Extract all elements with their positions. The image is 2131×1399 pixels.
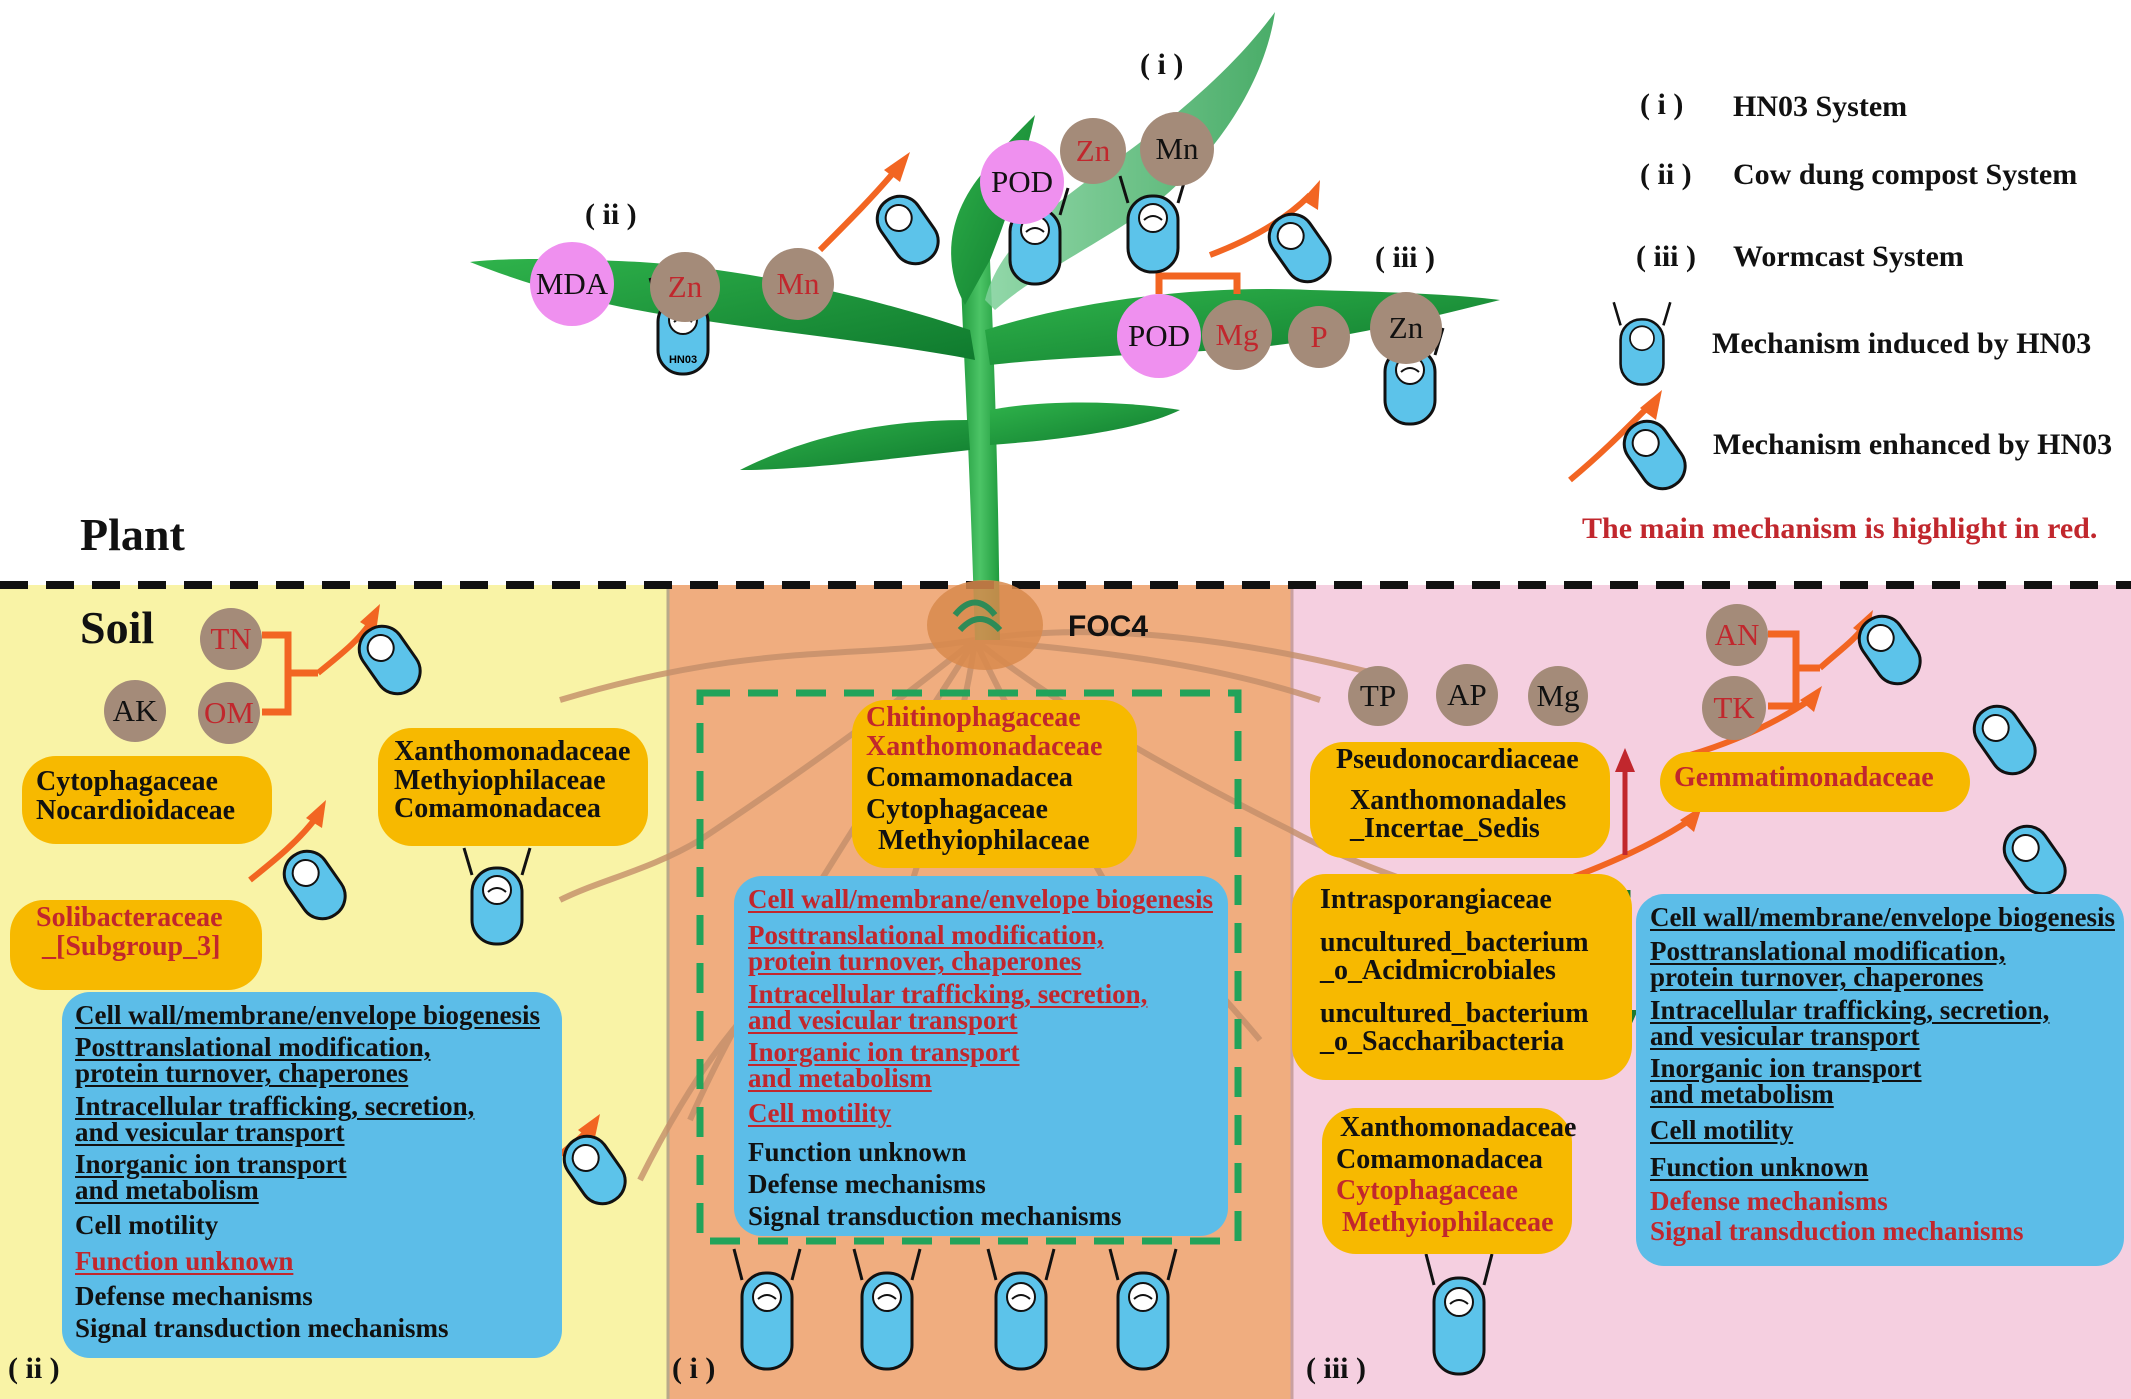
soil-label: Soil bbox=[80, 602, 155, 653]
bracket-pod-mg bbox=[1155, 272, 1241, 294]
gem-family: Gemmatimonadaceae bbox=[1674, 762, 1934, 793]
nutrient-ap: AP bbox=[1436, 664, 1498, 726]
legend-enhanced-label: Mechanism enhanced by HN03 bbox=[1713, 428, 2113, 461]
leaf-node-zn: Zn bbox=[1370, 292, 1442, 364]
function-box bbox=[734, 876, 1228, 1236]
legend-label-iii: Wormcast System bbox=[1733, 240, 1964, 273]
leaf-node-pod: POD bbox=[1117, 294, 1201, 378]
function-box bbox=[62, 992, 562, 1358]
mascot-hn03-enhanced bbox=[1840, 600, 1935, 695]
leaf-node-p: P bbox=[1288, 306, 1350, 368]
leaf-lower-left bbox=[740, 420, 970, 470]
leaf-node-zn: Zn bbox=[1060, 118, 1126, 184]
legend-mascot-enhanced-icon bbox=[1605, 405, 1700, 500]
nutrient-om: OM bbox=[198, 682, 260, 744]
function-list: Cell wall/membrane/envelope biogenesis P… bbox=[748, 884, 1213, 1231]
nutrient-ak: AK bbox=[104, 680, 166, 742]
leaf-marker-ii: ( ii ) bbox=[585, 198, 637, 231]
foc4-label: FOC4 bbox=[1068, 610, 1149, 643]
mascot-hn03 bbox=[462, 840, 532, 950]
legend-marker-iii: ( iii ) bbox=[1636, 240, 1696, 273]
mascot-hn03 bbox=[1108, 1245, 1178, 1375]
function-list: Cell wall/membrane/envelope biogenesis P… bbox=[75, 1000, 540, 1343]
mascot-hn03-enhanced bbox=[1955, 690, 2050, 785]
mascot-hn03-enhanced bbox=[340, 610, 435, 705]
legend-induced-label: Mechanism induced by HN03 bbox=[1712, 327, 2092, 360]
mascot-hn03-enhanced bbox=[265, 835, 360, 930]
mascot-hn03 bbox=[986, 1245, 1056, 1375]
family-box bbox=[10, 900, 262, 990]
mascot-hn03 bbox=[732, 1245, 802, 1375]
nutrient-tn: TN bbox=[200, 608, 262, 670]
legend-note: The main mechanism is highlight in red. bbox=[1582, 512, 2098, 545]
family-box bbox=[1310, 742, 1610, 858]
family-list: Solibacteraceae_[Subgroup_3] bbox=[36, 902, 223, 962]
legend-marker-i: ( i ) bbox=[1640, 88, 1684, 121]
leaf-marker-i: ( i ) bbox=[1140, 48, 1184, 81]
family-list: Chitinophagaceae Xanthomonadaceae Comamo… bbox=[866, 702, 1103, 857]
function-box bbox=[1636, 894, 2124, 1266]
family-box bbox=[22, 756, 272, 844]
legend-label-ii: Cow dung compost System bbox=[1733, 158, 2078, 191]
nutrient-tk: TK bbox=[1702, 676, 1766, 740]
bracket-tn-om bbox=[262, 631, 318, 716]
family-box bbox=[852, 700, 1137, 868]
legend-marker-ii: ( ii ) bbox=[1640, 158, 1692, 191]
mascot-hn03-enhanced bbox=[858, 180, 953, 275]
family-list: Intrasporangiaceae uncultured_bacterium … bbox=[1320, 884, 1589, 1058]
nutrient-an: AN bbox=[1706, 604, 1768, 666]
nutrient-mg: Mg bbox=[1528, 666, 1588, 726]
mascot-hn03-enhanced bbox=[1250, 198, 1345, 293]
plant-label: Plant bbox=[80, 509, 185, 560]
legend-mascot-induced-icon bbox=[1612, 295, 1672, 390]
leaf-node-mda: MDA bbox=[530, 242, 614, 326]
panel-ii-marker: ( ii ) bbox=[8, 1352, 60, 1385]
family-box bbox=[378, 728, 648, 846]
leaf-node-mn: Mn bbox=[762, 248, 834, 320]
foc4-pathogen bbox=[927, 580, 1043, 670]
leaf-marker-iii: ( iii ) bbox=[1375, 241, 1435, 274]
svg-text:HN03: HN03 bbox=[669, 354, 697, 366]
mascot-hn03 bbox=[852, 1245, 922, 1375]
panel-i-marker: ( i ) bbox=[672, 1352, 716, 1385]
function-list: Cell wall/membrane/envelope biogenesis P… bbox=[1650, 902, 2115, 1246]
family-box bbox=[1292, 874, 1632, 1080]
leaf-node-mn: Mn bbox=[1140, 112, 1214, 186]
gem-box bbox=[1660, 752, 1970, 812]
family-list: Xanthomonadaceae Comamonadacea Cytophaga… bbox=[1336, 1112, 1577, 1238]
enhance-arrowheads bbox=[306, 152, 1873, 1142]
leaf-lower-right bbox=[990, 402, 1180, 445]
nutrient-tp: TP bbox=[1348, 666, 1408, 726]
leaf-node-pod: POD bbox=[980, 140, 1064, 224]
increase-arrowhead bbox=[1615, 748, 1635, 772]
mascot-hn03-enhanced bbox=[1985, 810, 2080, 905]
legend-label-i: HN03 System bbox=[1733, 90, 1908, 123]
leaf-node-zn: Zn bbox=[650, 252, 720, 322]
family-list: Pseudonocardiaceae Xanthomonadales _Ince… bbox=[1336, 744, 1579, 845]
leaf-node-mg: Mg bbox=[1202, 300, 1272, 370]
mascot-hn03-enhanced bbox=[545, 1120, 640, 1215]
panel-i-dashed-box bbox=[696, 689, 1242, 1245]
mascot-hn03 bbox=[1424, 1250, 1494, 1380]
bracket-an-tk bbox=[1768, 630, 1820, 710]
family-box bbox=[1322, 1108, 1572, 1254]
panel-iii-marker: ( iii ) bbox=[1306, 1352, 1366, 1385]
